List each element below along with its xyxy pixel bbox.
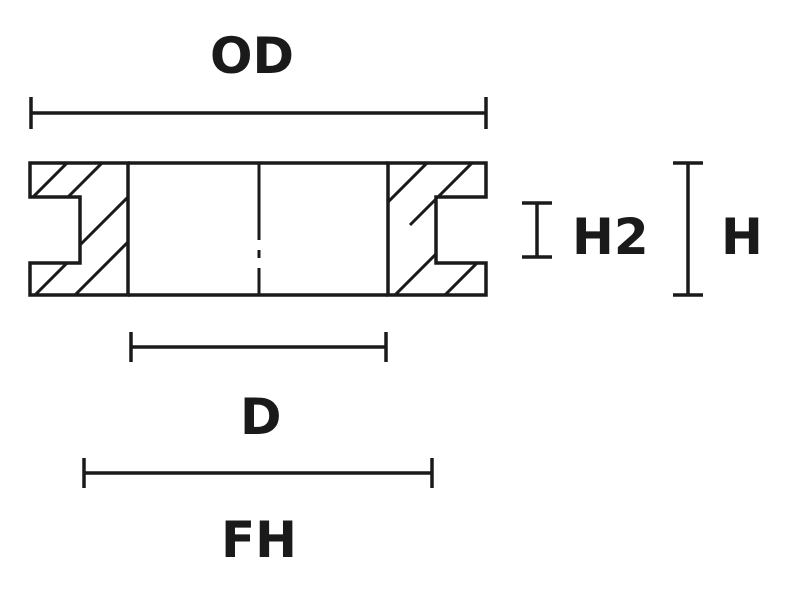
- h2-dimension-line: [522, 201, 552, 259]
- h-dimension-line: [673, 161, 703, 297]
- d-dimension-line: [129, 332, 388, 362]
- fh-dimension-line: [82, 458, 434, 488]
- right-wall-section: [386, 161, 488, 297]
- od-label: OD: [210, 27, 295, 85]
- d-label: D: [240, 388, 282, 446]
- od-dimension-line: [29, 97, 488, 129]
- h2-label: H2: [572, 208, 649, 266]
- left-wall-section: [28, 161, 130, 297]
- h-label: H: [721, 208, 763, 266]
- fh-label: FH: [221, 511, 298, 569]
